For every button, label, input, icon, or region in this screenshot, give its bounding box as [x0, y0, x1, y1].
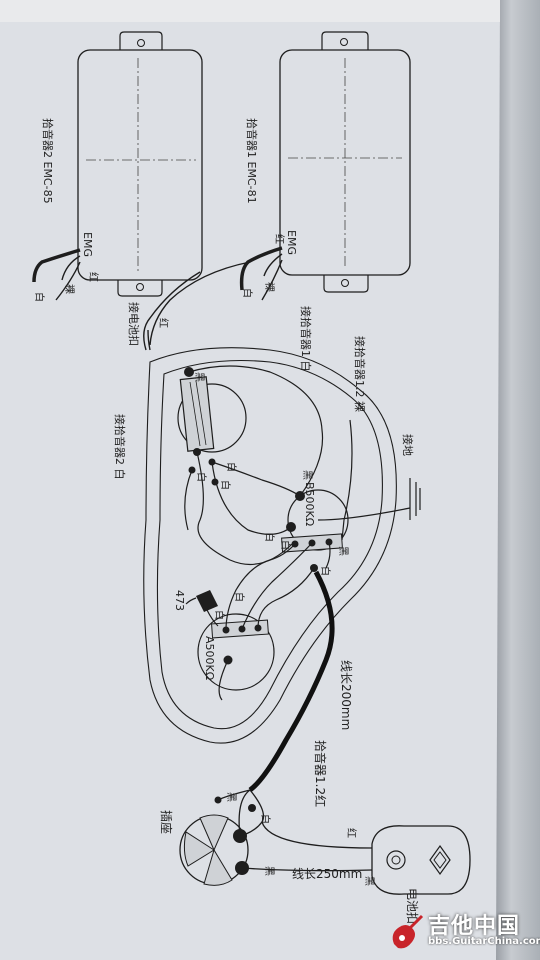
switch-black: 黑 — [193, 372, 205, 382]
to-pickup12-bare-label: 接拾音器1.2 裸 — [353, 336, 367, 412]
cap-label: 473 — [173, 590, 186, 611]
output-jack — [179, 789, 265, 886]
paper-top-band — [0, 0, 500, 22]
vol-white-2: 白 — [279, 540, 292, 550]
pickup-1 — [279, 31, 411, 293]
jack-black-2: 黑 — [263, 866, 275, 876]
tone-white-1: 白 — [233, 592, 246, 602]
p2-wire-white: 白 — [33, 292, 46, 302]
labels: 拾音器2 EMC-85 EMG 拾音器1 EMC-81 EMG 红 裸 白 红 … — [33, 118, 419, 924]
paper-sheet — [0, 0, 500, 960]
battery-clip — [241, 821, 471, 895]
wire-250-label: 线长250mm — [292, 867, 362, 881]
switch-white-1: 白 — [225, 462, 238, 472]
output-cable-200mm — [248, 570, 335, 793]
jack-label: 插座 — [159, 810, 174, 834]
p2-wire-bare: 裸 — [63, 284, 76, 294]
p2-wire-red: 红 — [87, 272, 100, 282]
pickup2-label: 拾音器2 EMC-85 — [41, 118, 55, 204]
jack-black: 黑 — [225, 792, 237, 802]
wire-200-label: 线长200mm — [339, 660, 353, 730]
watermark-url: bbs.GuitarChina.com — [428, 936, 540, 947]
internal-wiring — [184, 365, 421, 701]
vol-white-3: 白 — [319, 566, 332, 576]
tone-white-2: 白 — [213, 610, 226, 620]
battery-black: 黑 — [363, 876, 375, 886]
vol-pot-label: B500KΩ — [303, 482, 316, 526]
jack-white: 白 — [259, 814, 272, 824]
watermark-title: 吉他中国 — [428, 914, 521, 939]
to-battery-label: 接电池扣 — [127, 302, 141, 346]
pickup-2 — [77, 31, 203, 297]
pickup2-brand: EMG — [81, 232, 94, 257]
switch-white-3: 白 — [219, 480, 232, 490]
vol-white-1: 白 — [263, 532, 276, 542]
site-watermark: 吉他中国 bbs.GuitarChina.com — [384, 906, 540, 960]
tone-pot-label: A500KΩ — [203, 636, 216, 680]
ground-label: 接地 — [401, 434, 414, 456]
switch-white-2: 白 — [195, 472, 208, 482]
guitar-logo-icon — [392, 914, 424, 949]
pickup-leads — [32, 246, 283, 351]
to-pickup1-white-label: 接拾音器1 白 — [299, 306, 313, 372]
pickup1-label: 拾音器1 EMC-81 — [245, 118, 259, 204]
battery-wire-red: 红 — [157, 318, 170, 328]
tone-pot — [185, 590, 275, 691]
pickup1-brand: EMG — [285, 230, 298, 255]
to-pickup12-red-label: 拾音器1.2红 — [313, 740, 328, 807]
battery-red: 红 — [345, 828, 358, 838]
battery-clip-label: 电池扣 — [405, 888, 419, 924]
p1-wire-red: 红 — [273, 234, 286, 244]
p1-wire-bare: 裸 — [263, 282, 276, 292]
to-pickup2-white-label: 接拾音器2 白 — [113, 414, 127, 480]
vol-black-2: 黑 — [337, 546, 349, 556]
paper-edge — [492, 0, 540, 960]
vol-black: 黑 — [301, 470, 313, 480]
p1-wire-white: 白 — [241, 288, 254, 298]
control-cavity-outline — [143, 347, 397, 744]
